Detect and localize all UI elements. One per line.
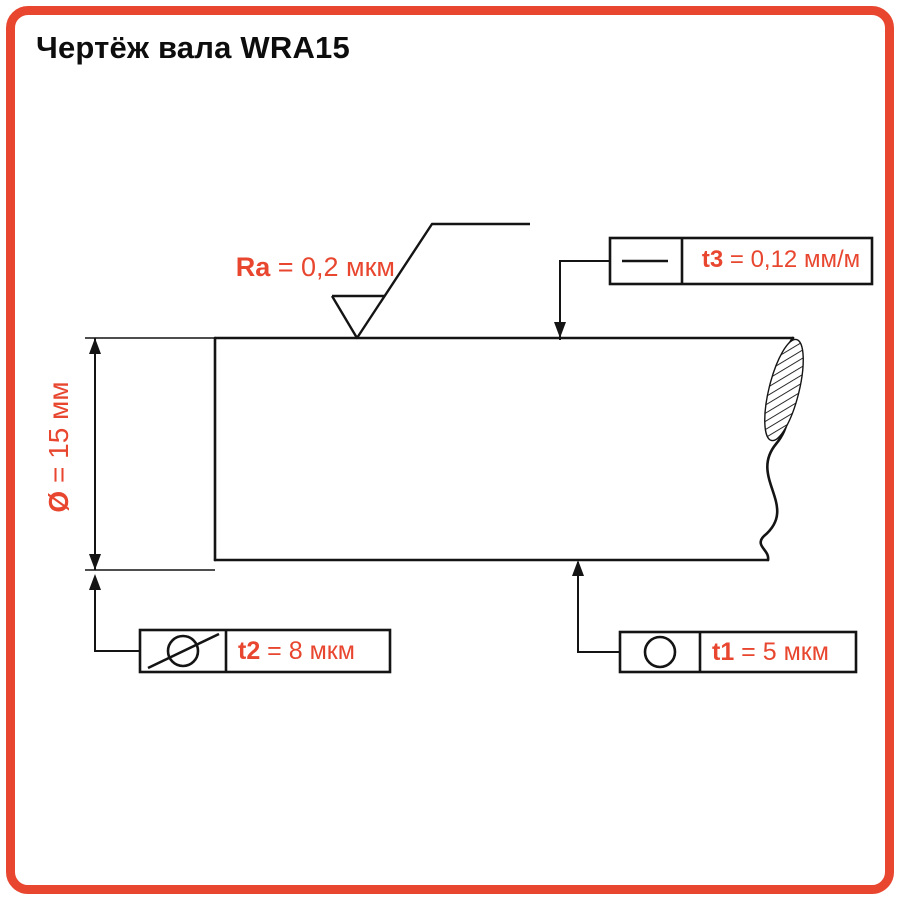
- arrow-up-icon: [572, 560, 584, 576]
- leader-t3: [554, 260, 610, 340]
- t2-parameter: t2: [238, 637, 261, 665]
- t1-frame: [618, 630, 858, 674]
- tolerance-t3-label: t3 = 0,12 мм/м: [688, 246, 874, 274]
- leader-t1: [572, 560, 620, 653]
- t1-parameter: t1: [712, 638, 735, 666]
- diameter-label: Ø = 15 мм: [43, 336, 75, 558]
- t3-value: = 0,12 мм/м: [723, 246, 861, 273]
- roughness-parameter: Ra: [235, 252, 271, 282]
- break-hatching: [764, 338, 804, 442]
- drawing-title: Чертёж вала WRA15: [36, 30, 350, 65]
- radial-runout-icon: [147, 632, 220, 670]
- t2-frame: [138, 628, 392, 674]
- arrow-up-icon: [89, 338, 101, 354]
- leader-t2: [89, 574, 140, 652]
- t3-parameter: t3: [701, 246, 724, 273]
- surface-roughness-icon: [330, 222, 530, 340]
- t2-value: = 8 мкм: [260, 637, 355, 665]
- tolerance-t1-label: t1 = 5 мкм: [712, 638, 854, 667]
- roughness-value: = 0,2 мкм: [270, 252, 395, 282]
- t3-frame: [608, 236, 874, 286]
- arrow-down-icon: [554, 322, 566, 338]
- diameter-value: = 15 мм: [43, 381, 74, 491]
- circularity-icon: [643, 635, 677, 669]
- diameter-symbol: Ø: [43, 490, 74, 513]
- shaft-outline: [213, 336, 795, 562]
- tolerance-t2-label: t2 = 8 мкм: [238, 637, 388, 666]
- t1-value: = 5 мкм: [734, 638, 829, 666]
- arrow-down-icon: [89, 554, 101, 570]
- arrow-up-icon: [89, 574, 101, 590]
- diameter-dimension: [85, 337, 215, 571]
- roughness-label: Ra = 0,2 мкм: [160, 252, 395, 283]
